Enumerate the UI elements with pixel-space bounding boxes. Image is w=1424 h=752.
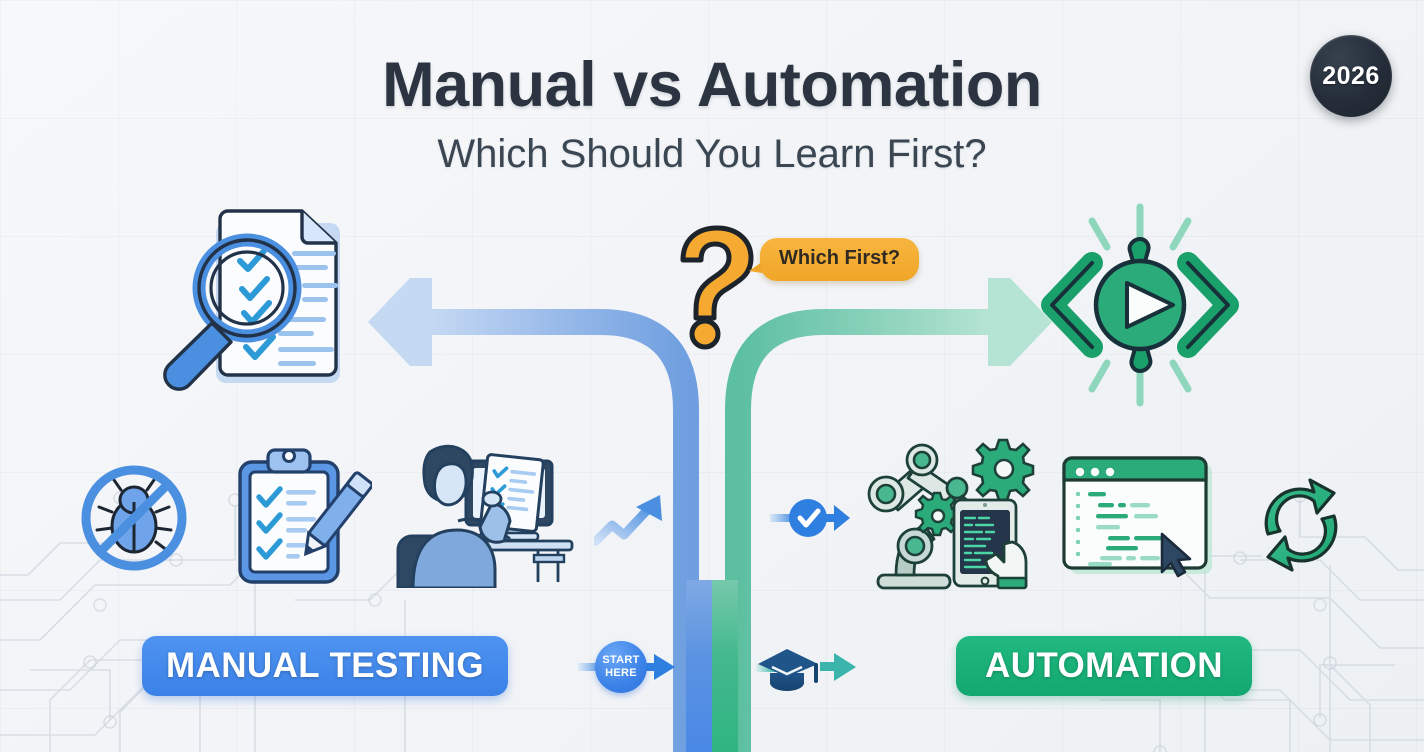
check-arrow-icon	[770, 499, 850, 537]
graduation-cap-arrow-icon	[756, 649, 856, 691]
branching-path-diagram	[368, 278, 1052, 752]
person-at-desk-icon	[396, 444, 574, 588]
which-first-bubble: Which First?	[748, 238, 920, 281]
trend-up-arrow-icon	[594, 495, 662, 546]
start-here-badge[interactable]: START HERE	[595, 641, 647, 693]
no-bug-icon	[81, 465, 187, 571]
magnifier-document-icon	[163, 209, 340, 391]
start-here-line2: HERE	[605, 667, 637, 679]
start-here-arrow-icon	[578, 654, 675, 680]
manual-testing-label: MANUAL TESTING	[165, 646, 484, 685]
manual-testing-pill[interactable]: MANUAL TESTING	[142, 636, 508, 696]
year-badge-label: 2026	[1322, 61, 1380, 90]
page-title: Manual vs Automation	[382, 50, 1042, 120]
start-here-line1: START	[602, 654, 640, 667]
header: Manual vs Automation Which Should You Le…	[0, 52, 1424, 177]
year-badge: 2026	[1310, 35, 1392, 117]
clipboard-checklist-icon	[238, 448, 372, 584]
automation-pill[interactable]: AUTOMATION	[956, 636, 1252, 696]
question-mark-icon	[680, 225, 754, 350]
robot-arm-gears-icon	[867, 438, 1035, 590]
code-browser-window-icon	[1062, 456, 1212, 578]
code-play-eye-icon	[1041, 203, 1239, 407]
bubble-text: Which First?	[779, 247, 901, 269]
page-subtitle: Which Should You Learn First?	[437, 132, 987, 177]
automation-label: AUTOMATION	[985, 646, 1223, 685]
refresh-cycle-icon	[1264, 478, 1338, 572]
